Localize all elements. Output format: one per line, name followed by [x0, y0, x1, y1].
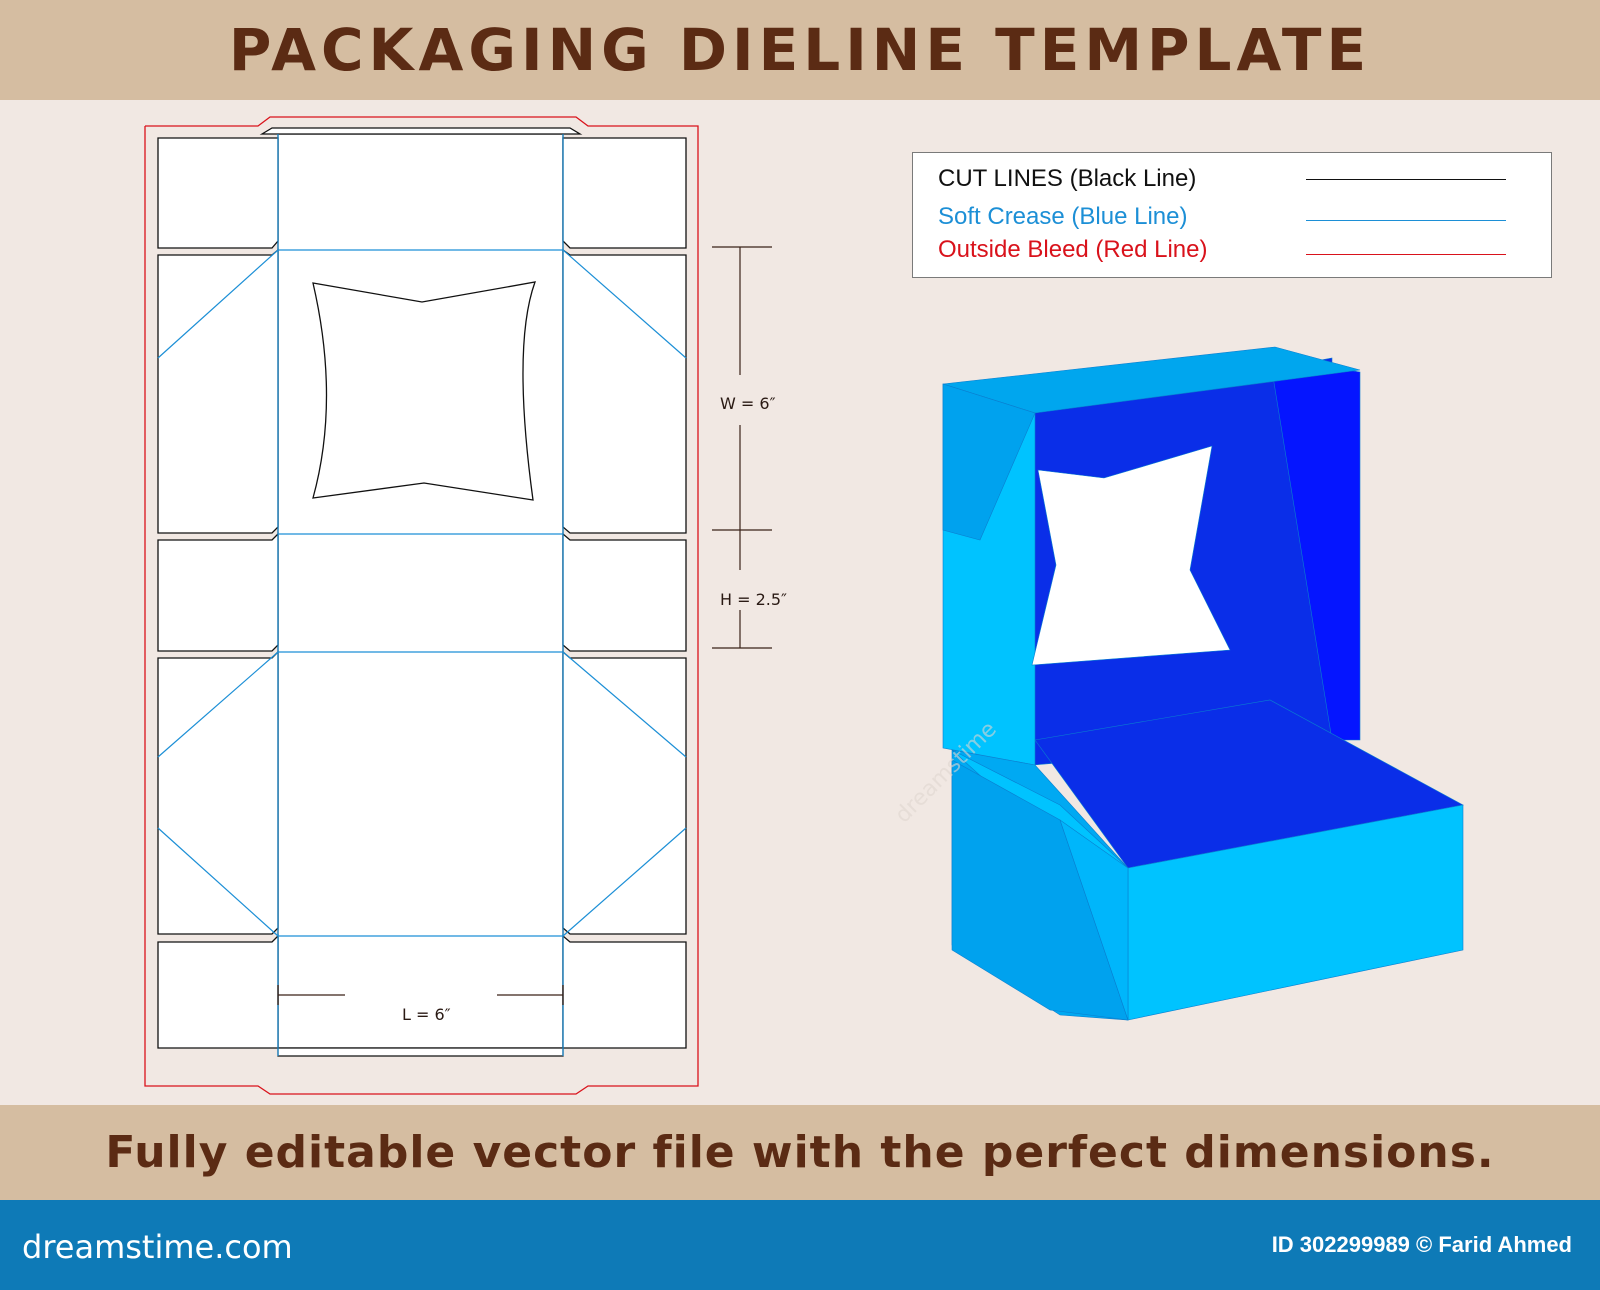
legend-line-crease	[1306, 220, 1506, 221]
legend-label-crease: Soft Crease (Blue Line)	[938, 203, 1188, 230]
legend-line-cut	[1306, 179, 1506, 180]
box-3d	[942, 346, 1464, 1021]
site-logo: dreamstime.com	[22, 1228, 293, 1266]
bottom-bar: dreamstime.com ID 302299989 © Farid Ahme…	[0, 1200, 1600, 1290]
legend-label-cut: CUT LINES (Black Line)	[938, 165, 1197, 192]
dieline-panels	[157, 127, 687, 1057]
window-cutout	[312, 281, 536, 501]
page-title: PACKAGING DIELINE TEMPLATE	[228, 16, 1372, 84]
header-band: PACKAGING DIELINE TEMPLATE	[0, 0, 1600, 100]
main-canvas: dreamstime	[0, 100, 1600, 1105]
legend: CUT LINES (Black Line) Soft Crease (Blue…	[912, 152, 1552, 278]
legend-label-bleed: Outside Bleed (Red Line)	[938, 236, 1208, 263]
width-dimension-label: W = 6″	[720, 394, 776, 413]
bleed-outline	[144, 116, 699, 1095]
dieline-drawing	[144, 116, 772, 1095]
box-3d-illustration	[942, 346, 1464, 1021]
footer-tagline: Fully editable vector file with the perf…	[105, 1127, 1495, 1178]
footer-band: Fully editable vector file with the perf…	[0, 1105, 1600, 1200]
length-dimension-label: L = 6″	[402, 1005, 451, 1024]
crease-lines	[157, 134, 687, 1056]
dimension-marks	[277, 246, 772, 1005]
legend-line-bleed	[1306, 254, 1506, 255]
image-credit: ID 302299989 © Farid Ahmed	[1271, 1232, 1572, 1257]
height-dimension-label: H = 2.5″	[720, 590, 788, 609]
